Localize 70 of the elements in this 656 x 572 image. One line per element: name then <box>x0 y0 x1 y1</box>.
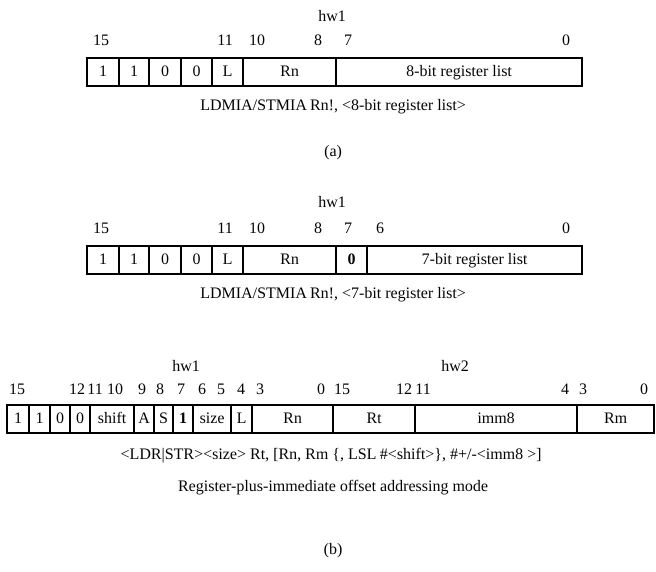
bit-field: L <box>230 404 253 434</box>
bit-field: L <box>211 57 244 87</box>
bit-number: 15 <box>93 32 109 50</box>
bit-number: 12 <box>396 381 412 399</box>
instruction-syntax: <LDR|STR><size> Rt, [Rn, Rm {, LSL #<shift>}, #+/-<imm8 >] <box>120 446 542 464</box>
bit-field: 7-bit register list <box>366 245 583 275</box>
bit-field: 1 <box>118 245 150 275</box>
bit-number: 10 <box>107 381 123 399</box>
bit-field: 1 <box>86 245 120 275</box>
bit-field: shift <box>89 404 135 434</box>
bit-number: 8 <box>156 381 164 399</box>
bit-number: 15 <box>334 381 350 399</box>
bit-field: Rn <box>242 245 337 275</box>
bit-number: 7 <box>344 220 352 238</box>
halfword-label: hw2 <box>441 358 469 376</box>
bit-field: 0 <box>148 57 182 87</box>
bit-number: 4 <box>237 381 245 399</box>
bit-number: 11 <box>217 32 233 50</box>
bit-number: 8 <box>314 32 322 50</box>
bit-number: 11 <box>217 220 233 238</box>
bit-number: 3 <box>256 381 264 399</box>
bit-number: 4 <box>561 381 569 399</box>
bit-field: 8-bit register list <box>335 57 583 87</box>
bit-number: 0 <box>562 220 570 238</box>
bit-field: A <box>133 404 155 434</box>
instruction-syntax: LDMIA/STMIA Rn!, <8-bit register list> <box>200 97 466 115</box>
bit-field: 0 <box>69 404 91 434</box>
bit-number: 15 <box>93 220 109 238</box>
bit-field: 0 <box>148 245 182 275</box>
bit-field: 0 <box>335 245 368 275</box>
bit-field: Rn <box>242 57 337 87</box>
bit-number: 15 <box>9 381 25 399</box>
bit-field: 1 <box>86 57 120 87</box>
bit-field: 0 <box>49 404 71 434</box>
bit-number: 7 <box>344 32 352 50</box>
bit-field: 0 <box>180 245 213 275</box>
instruction-syntax: LDMIA/STMIA Rn!, <7-bit register list> <box>200 285 466 303</box>
bit-field: 0 <box>180 57 213 87</box>
bit-number: 8 <box>314 220 322 238</box>
bit-number: 11 <box>87 381 103 399</box>
bit-field: Rn <box>251 404 334 434</box>
bit-field: 1 <box>172 404 194 434</box>
bit-number: 12 <box>69 381 85 399</box>
bit-number: 7 <box>177 381 185 399</box>
bit-number: 10 <box>249 32 265 50</box>
halfword-label: hw1 <box>318 194 346 212</box>
bit-field: Rt <box>332 404 416 434</box>
caption-text: Register-plus-immediate offset addressing mode <box>178 478 488 496</box>
bit-field: 1 <box>28 404 51 434</box>
subfigure-label: (b) <box>324 541 342 559</box>
bit-number: 6 <box>198 381 206 399</box>
bit-number: 3 <box>579 381 587 399</box>
bit-number: 6 <box>376 220 384 238</box>
halfword-label: hw1 <box>318 8 346 26</box>
bit-field: S <box>153 404 174 434</box>
bit-field: Rm <box>576 404 655 434</box>
bit-field: 1 <box>6 404 30 434</box>
bit-number: 9 <box>138 381 146 399</box>
bit-number: 11 <box>415 381 431 399</box>
bit-field: 1 <box>118 57 150 87</box>
bit-number: 5 <box>217 381 225 399</box>
bit-number: 0 <box>640 381 648 399</box>
bit-number: 10 <box>249 220 265 238</box>
bit-number: 0 <box>562 32 570 50</box>
subfigure-label: (a) <box>324 143 342 161</box>
bit-number: 0 <box>317 381 325 399</box>
bit-field: L <box>211 245 244 275</box>
halfword-label: hw1 <box>172 358 200 376</box>
bit-field: size <box>192 404 232 434</box>
bit-field: imm8 <box>414 404 578 434</box>
